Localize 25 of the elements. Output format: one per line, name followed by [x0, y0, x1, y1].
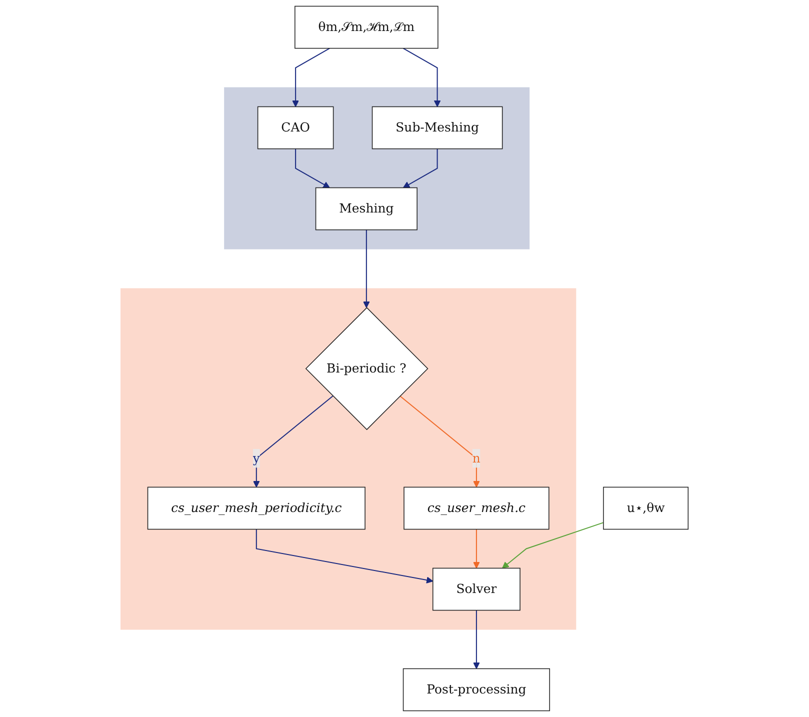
cluster [120, 288, 576, 630]
cluster [224, 87, 530, 250]
node-box: Sub-Meshing [372, 106, 503, 150]
node-box: CAO [258, 106, 334, 150]
node-box: cs_user_mesh.c [404, 486, 550, 530]
node-box: Post-processing [403, 668, 550, 712]
arrow [363, 230, 370, 308]
edge-label: y [253, 450, 260, 466]
arrow [473, 529, 480, 569]
arrow [292, 48, 330, 108]
arrow [253, 396, 334, 488]
node-box: cs_user_mesh_periodicity.c [148, 486, 366, 530]
edge-label: n [472, 450, 481, 466]
node-box: Meshing [316, 187, 418, 230]
arrow [295, 148, 330, 188]
node-diamond: Bi-periodic ? [306, 307, 428, 430]
arrow [256, 529, 434, 584]
arrow [473, 610, 480, 669]
node-box: u⋆,θw [603, 486, 689, 530]
arrow [502, 522, 604, 569]
arrow [400, 396, 480, 488]
arrow [403, 48, 441, 108]
arrow [403, 148, 438, 188]
node-box: θm,𝒮m,ℋm,ℒm [294, 6, 438, 49]
node-box: Solver [432, 568, 521, 611]
